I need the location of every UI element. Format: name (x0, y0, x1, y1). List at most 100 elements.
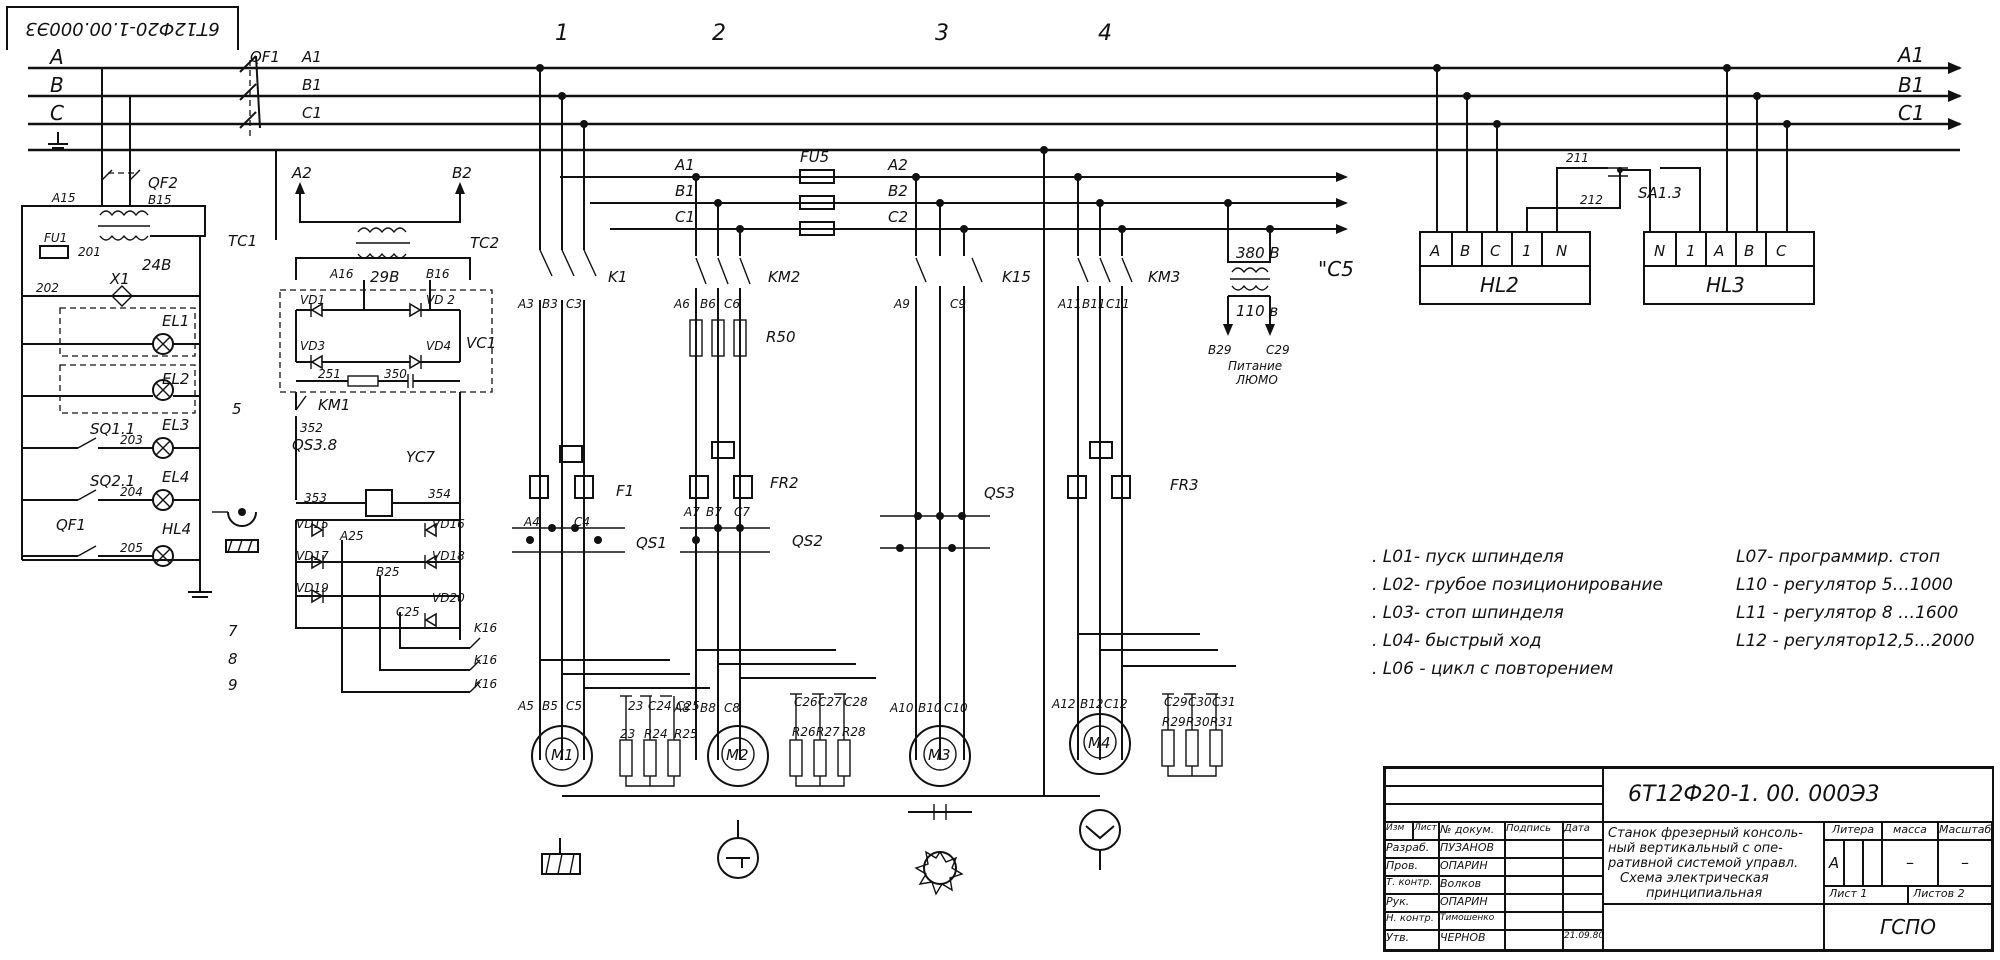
r50-label: R50 (766, 328, 796, 346)
vd4-label: VD4 (426, 339, 451, 353)
hl3-pin: A (1713, 242, 1724, 260)
stamp-org: ГСПО (1824, 904, 1992, 950)
phase-b-label: B (50, 73, 64, 97)
diode-icon (424, 612, 437, 628)
motor-m3-icon (909, 725, 971, 787)
filter-label: R27 (816, 725, 840, 739)
legend-item: L07- программир. стоп (1736, 547, 1940, 567)
stamp-massa-head: масса (1882, 822, 1938, 840)
stamp-date (1563, 912, 1603, 930)
motor-branch-m3: K15 A9 C9 QS3 A10 B10 C10 M3 (880, 173, 1031, 787)
stamp-date (1563, 858, 1603, 876)
hl2-pin: C (1490, 242, 1501, 260)
stamp-sheets: Листов 2 (1908, 886, 1992, 904)
column-number: 1 (555, 21, 569, 46)
motor-label: M3 (928, 746, 951, 764)
stamp-role: Т. контр. (1385, 876, 1439, 894)
filter-label: R28 (842, 725, 866, 739)
arrow-icon (1265, 324, 1275, 336)
legend-item: . L03- стоп шпинделя (1372, 603, 1564, 623)
diode-icon (311, 522, 324, 538)
filter-label: C25 (676, 699, 700, 713)
stamp-head-cell: № докум. (1439, 822, 1505, 840)
sub-bus-group: A1 B1 C1 A2 B2 C2 FU5 (560, 148, 1348, 236)
resistor-symbol (789, 739, 803, 777)
wire-label: A1 (674, 156, 695, 174)
qf1b-label: QF1 (56, 516, 86, 534)
wire-label: A3 (517, 297, 534, 311)
qs1-switch (512, 524, 625, 553)
hl4-label: HL4 (162, 520, 191, 538)
stamp-cell (1385, 768, 1603, 786)
stamp-sheet: Лист 1 (1824, 886, 1908, 904)
wire-label: C6 (724, 297, 740, 311)
f1-label: F1 (616, 482, 634, 500)
k1-label: K1 (608, 268, 627, 286)
wire-label: B7 (706, 505, 722, 519)
wire-label: A2 (887, 156, 908, 174)
hl3-pin: N (1654, 242, 1665, 260)
legend-item: L11 - регулятор 8 …1600 (1736, 603, 1958, 623)
b16-label: B16 (426, 267, 450, 281)
stamp-name: Тимошенко (1439, 912, 1505, 930)
c5-label: "С5 (1318, 257, 1354, 281)
fr2-label: FR2 (770, 474, 799, 492)
vd15-label: VD15 (296, 517, 329, 531)
legend-item: . L04- быстрый ход (1372, 631, 1542, 651)
stamp-name: Волков (1439, 876, 1505, 894)
stamp-signature (1505, 894, 1563, 912)
filter-label: C28 (844, 695, 868, 709)
switch-contact (101, 169, 113, 181)
resistor-symbol (1185, 729, 1199, 767)
lamp-block (59, 307, 196, 357)
row-9-label: 9 (228, 676, 238, 694)
wire-label: A5 (517, 699, 534, 713)
qs2-switch (680, 524, 770, 553)
arrow-icon (1948, 118, 1962, 130)
filter-label: R24 (644, 727, 668, 741)
wire-b2-label: B2 (452, 164, 472, 182)
qs1-label: QS1 (636, 534, 667, 552)
stamp-role: Н. контр. (1385, 912, 1439, 930)
wire-205-label: 205 (120, 541, 143, 555)
wire-label: B1 (675, 182, 695, 200)
vd3-label: VD3 (300, 339, 325, 353)
fan-icon (908, 804, 972, 896)
diode-icon (424, 522, 437, 538)
row-5-label: 5 (232, 400, 242, 418)
wire-350-label: 350 (384, 367, 407, 381)
stamp-head-cell: Изм (1385, 822, 1413, 840)
thermal-relay-symbol (689, 475, 709, 499)
resistor-symbol (813, 739, 827, 777)
vd20-label: VD20 (432, 591, 465, 605)
wire-a1-label: A1 (301, 48, 322, 66)
switch-contact (129, 169, 141, 181)
km3-label: KM3 (1148, 268, 1180, 286)
clamp-icon (212, 508, 259, 553)
x1-label: X1 (109, 270, 130, 288)
vd19-label: VD19 (296, 581, 329, 595)
motor-label: M4 (1088, 734, 1111, 752)
stamp-name: ОПАРИН (1439, 858, 1505, 876)
resistor-symbol (689, 319, 703, 357)
wire-label: A6 (673, 297, 690, 311)
rectifier-circuit: A2 B2 TC2 29В A16 B16 VC1 VD1 VD 2 VD3 V… (275, 150, 499, 693)
filter-label: C24 (648, 699, 672, 713)
resistor-symbol (619, 739, 633, 777)
motor-branch-m1: K1 A3 B3 C3 F1 A4 C4 QS1 A5 B5 C5 M1 (512, 64, 710, 787)
vd16-label: VD16 (432, 517, 465, 531)
wire-354-label: 354 (428, 487, 451, 501)
column-number: 4 (1098, 21, 1112, 46)
stamp-cell (1603, 904, 1824, 950)
legend-item: . L01- пуск шпинделя (1372, 547, 1564, 567)
el1-label: EL1 (162, 312, 189, 330)
filter-label: R29 (1162, 715, 1186, 729)
wire-label: C3 (566, 297, 582, 311)
phase-a-label: A (48, 45, 64, 69)
lamp-el3-icon (152, 437, 174, 459)
wire-353-label: 353 (304, 491, 327, 505)
diode-icon (409, 354, 422, 370)
motor-branch-m2: KM2 A6 B6 C6 R50 FR2 A7 B7 C7 QS2 A8 B8 … (673, 173, 876, 787)
wire-202-label: 202 (36, 281, 59, 295)
